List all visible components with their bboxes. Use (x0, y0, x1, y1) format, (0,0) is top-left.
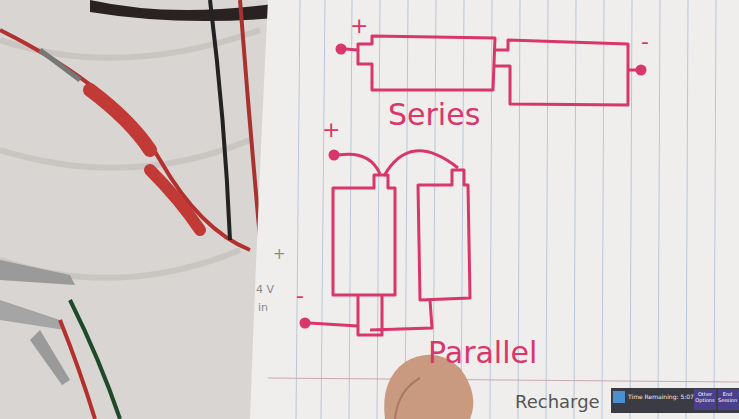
ui-button: End Session (718, 392, 737, 403)
pencil-note: in (258, 302, 268, 314)
timer-text: Time Remaining: 5:07 (628, 394, 694, 401)
section-title: Series (388, 98, 480, 131)
pencil-note: + (273, 246, 286, 263)
polarity-sign: - (296, 284, 304, 308)
polarity-sign: + (350, 14, 368, 38)
pencil-note: 4 V (256, 284, 274, 296)
polarity-sign: + (322, 118, 340, 142)
polarity-sign: - (641, 30, 649, 54)
ink-note: Recharge (515, 392, 600, 412)
ui-button: Other Options (695, 392, 715, 403)
section-title: Parallel (428, 336, 537, 369)
